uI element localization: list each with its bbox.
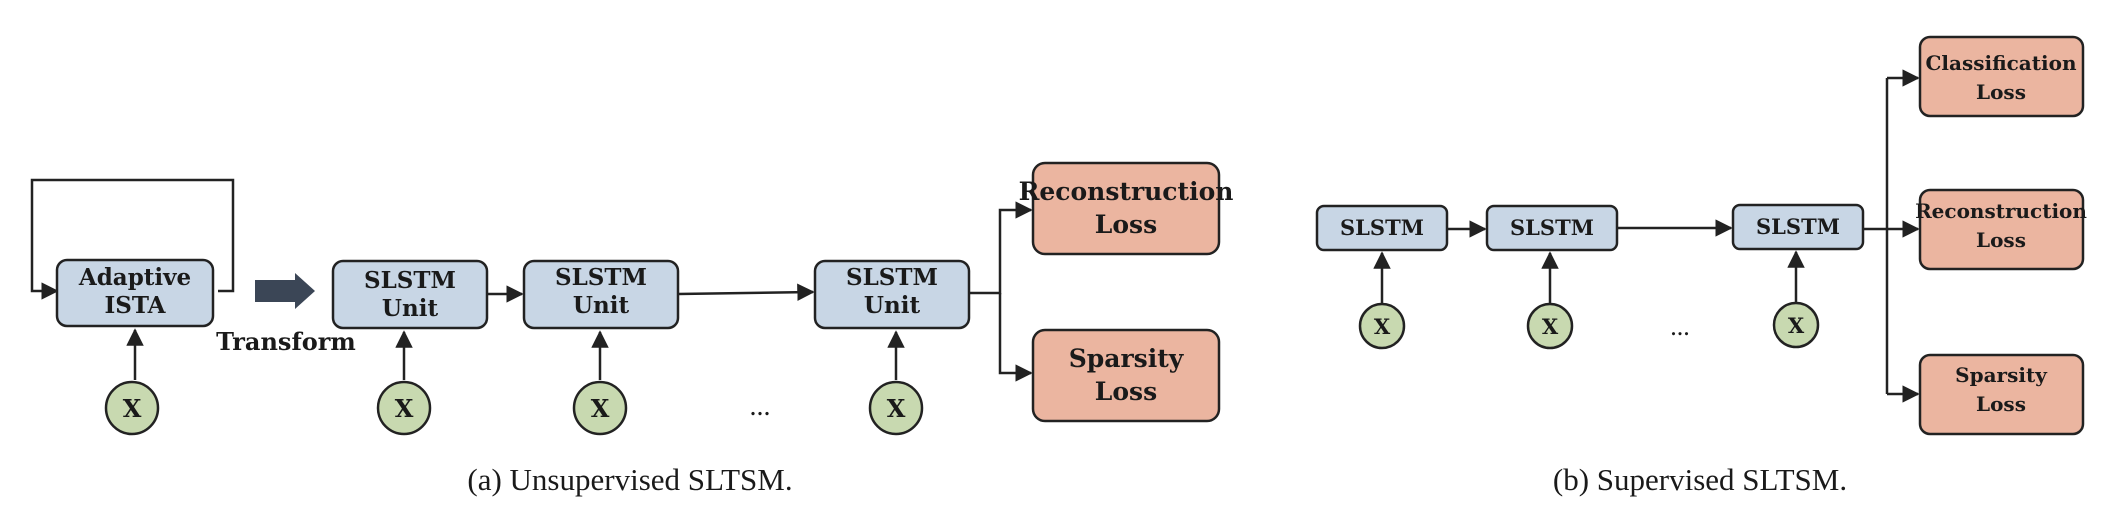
unit-1-line-2: Unit <box>382 295 439 322</box>
reconstruction-line-1: Reconstruction <box>1019 177 1234 206</box>
slstm-unit-3: SLSTM Unit <box>813 259 971 330</box>
r-slstm-3: SLSTM <box>1731 203 1865 251</box>
r-input-x-3: X <box>1772 250 1820 349</box>
r-unit-3-label: SLSTM <box>1756 214 1840 239</box>
right-caption: (b) Supervised SLTSM. <box>1553 462 1847 497</box>
r-classification-loss-box: Classification Loss <box>1918 35 2085 118</box>
transform-label: Transform <box>216 327 356 356</box>
r-reconstruction-line-1: Reconstruction <box>1915 199 2087 223</box>
slstm-unit-2: SLSTM Unit <box>522 259 680 330</box>
input-x-1-label: X <box>123 394 142 423</box>
input-x-4: X <box>868 330 924 436</box>
unit-1-line-1: SLSTM <box>364 267 456 294</box>
arrow-to-sparsity <box>998 293 1033 382</box>
input-x-2: X <box>376 330 432 436</box>
unit-2-line-1: SLSTM <box>555 264 647 291</box>
right-diagram: SLSTM SLSTM SLSTM Classification Loss Re… <box>1315 35 2087 497</box>
arrow-unit2-unit3 <box>677 283 815 301</box>
ista-line-1: Adaptive <box>78 264 191 291</box>
input-x-1: X <box>104 328 160 436</box>
unit-3-line-1: SLSTM <box>846 264 938 291</box>
input-x-4-label: X <box>887 394 906 423</box>
ista-line-2: ISTA <box>104 292 166 319</box>
r-reconstruction-line-2: Loss <box>1976 228 2026 252</box>
unit-2-line-2: Unit <box>573 292 630 319</box>
right-ellipsis: ... <box>1670 312 1690 341</box>
r-slstm-1: SLSTM <box>1315 204 1449 252</box>
r-sparsity-line-1: Sparsity <box>1955 363 2048 387</box>
r-input-x-3-label: X <box>1788 313 1805 338</box>
r-input-x-2-label: X <box>1542 314 1559 339</box>
slstm-unit-1: SLSTM Unit <box>331 259 489 330</box>
arrow-to-reconstruction <box>969 201 1033 295</box>
sparsity-line-1: Sparsity <box>1069 344 1185 373</box>
left-caption: (a) Unsupervised SLTSM. <box>467 462 792 497</box>
left-ellipsis: ... <box>750 391 771 422</box>
r-unit-1-label: SLSTM <box>1340 215 1424 240</box>
r-input-x-1-label: X <box>1374 314 1391 339</box>
r-reconstruction-loss-box: Reconstruction Loss <box>1915 188 2087 271</box>
adaptive-ista-box: Adaptive ISTA <box>55 258 215 328</box>
r-input-x-1: X <box>1358 251 1406 350</box>
sparsity-loss-box: Sparsity Loss <box>1031 328 1221 423</box>
input-x-2-label: X <box>395 394 414 423</box>
transform-arrow: Transform <box>216 273 356 356</box>
r-sparsity-line-2: Loss <box>1976 392 2026 416</box>
unit-3-line-2: Unit <box>864 292 921 319</box>
reconstruction-line-2: Loss <box>1095 210 1157 239</box>
r-sparsity-loss-box: Sparsity Loss <box>1918 353 2085 436</box>
r-classification-line-2: Loss <box>1976 80 2026 104</box>
left-diagram: Adaptive ISTA Transform SLSTM Unit SLSTM… <box>30 161 1234 497</box>
r-classification-line-1: Classification <box>1926 51 2077 75</box>
ista-feedback-loop <box>30 178 235 300</box>
reconstruction-loss-box: Reconstruction Loss <box>1019 161 1234 256</box>
input-x-3-label: X <box>591 394 610 423</box>
r-slstm-2: SLSTM <box>1485 204 1619 252</box>
sparsity-line-2: Loss <box>1095 377 1157 406</box>
input-x-3: X <box>572 330 628 436</box>
r-unit-2-label: SLSTM <box>1510 215 1594 240</box>
r-input-x-2: X <box>1526 251 1574 350</box>
